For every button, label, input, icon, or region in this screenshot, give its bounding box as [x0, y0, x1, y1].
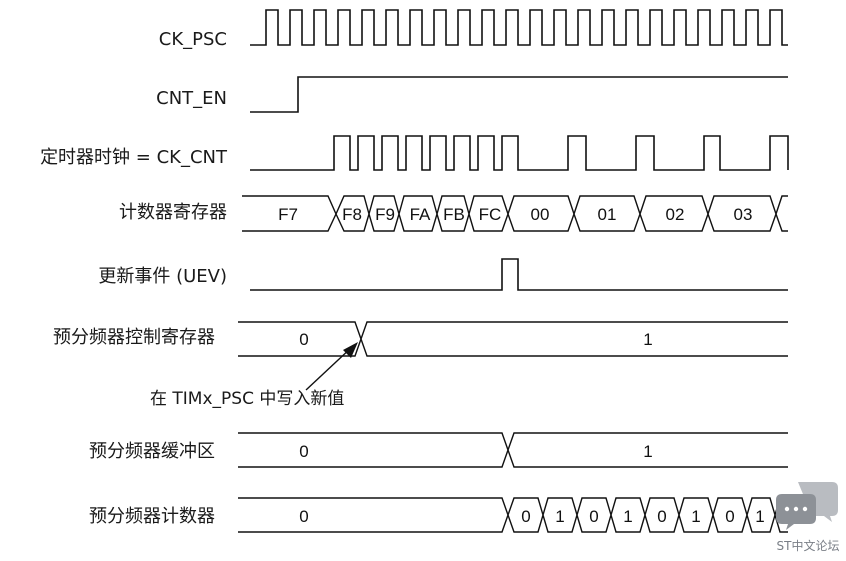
counter-value-fa: FA — [410, 205, 431, 224]
counter-value-02: 02 — [666, 205, 685, 224]
prescaler-counter-value: 1 — [555, 507, 564, 526]
prescaler-counter-value: 0 — [657, 507, 666, 526]
ck-cnt-waveform — [250, 135, 789, 171]
prescaler-counter-value: 1 — [623, 507, 632, 526]
counter-value-03: 03 — [734, 205, 753, 224]
prescaler-counter-value: 0 — [725, 507, 734, 526]
prescaler-counter-bus — [238, 497, 788, 533]
counter-value-f9: F9 — [375, 205, 395, 224]
label-ck-psc: CK_PSC — [159, 29, 227, 50]
prescaler-buffer-value-1: 1 — [643, 442, 652, 461]
prescaler-control-value-0: 0 — [299, 330, 308, 349]
annotation-text: 在 TIMx_PSC 中写入新值 — [150, 389, 344, 409]
uev-waveform — [250, 258, 788, 291]
watermark: ST中文论坛 — [776, 482, 839, 553]
prescaler-control-bus — [238, 321, 788, 357]
label-prescaler-counter: 预分频器计数器 — [89, 506, 215, 527]
counter-value-fb: FB — [443, 205, 465, 224]
prescaler-buffer-value-0: 0 — [299, 442, 308, 461]
counter-value-00: 00 — [531, 205, 550, 224]
counter-value-f7: F7 — [278, 205, 298, 224]
label-cnt-en: CNT_EN — [156, 88, 227, 109]
prescaler-counter-value-initial: 0 — [299, 507, 308, 526]
chat-bubble-icon — [776, 482, 838, 530]
counter-bus — [242, 195, 788, 232]
counter-value-01: 01 — [598, 205, 617, 224]
label-counter-register: 计数器寄存器 — [119, 202, 227, 223]
label-update-event: 更新事件 (UEV) — [98, 266, 227, 287]
prescaler-control-value-1: 1 — [643, 330, 652, 349]
ck-psc-waveform — [250, 9, 788, 46]
prescaler-buffer-bus — [238, 432, 788, 468]
annotation-arrow — [305, 346, 353, 391]
annotation-arrowhead — [343, 342, 358, 358]
counter-value-fc: FC — [479, 205, 502, 224]
prescaler-counter-value: 0 — [589, 507, 598, 526]
prescaler-counter-value: 1 — [691, 507, 700, 526]
label-ck-cnt: 定时器时钟 = CK_CNT — [40, 147, 228, 168]
label-prescaler-control: 预分频器控制寄存器 — [53, 327, 215, 348]
prescaler-counter-value: 1 — [755, 507, 764, 526]
label-prescaler-buffer: 预分频器缓冲区 — [89, 441, 215, 462]
cnt-en-waveform — [250, 76, 788, 113]
prescaler-counter-value: 0 — [521, 507, 530, 526]
counter-value-f8: F8 — [342, 205, 362, 224]
watermark-text: ST中文论坛 — [777, 538, 840, 553]
